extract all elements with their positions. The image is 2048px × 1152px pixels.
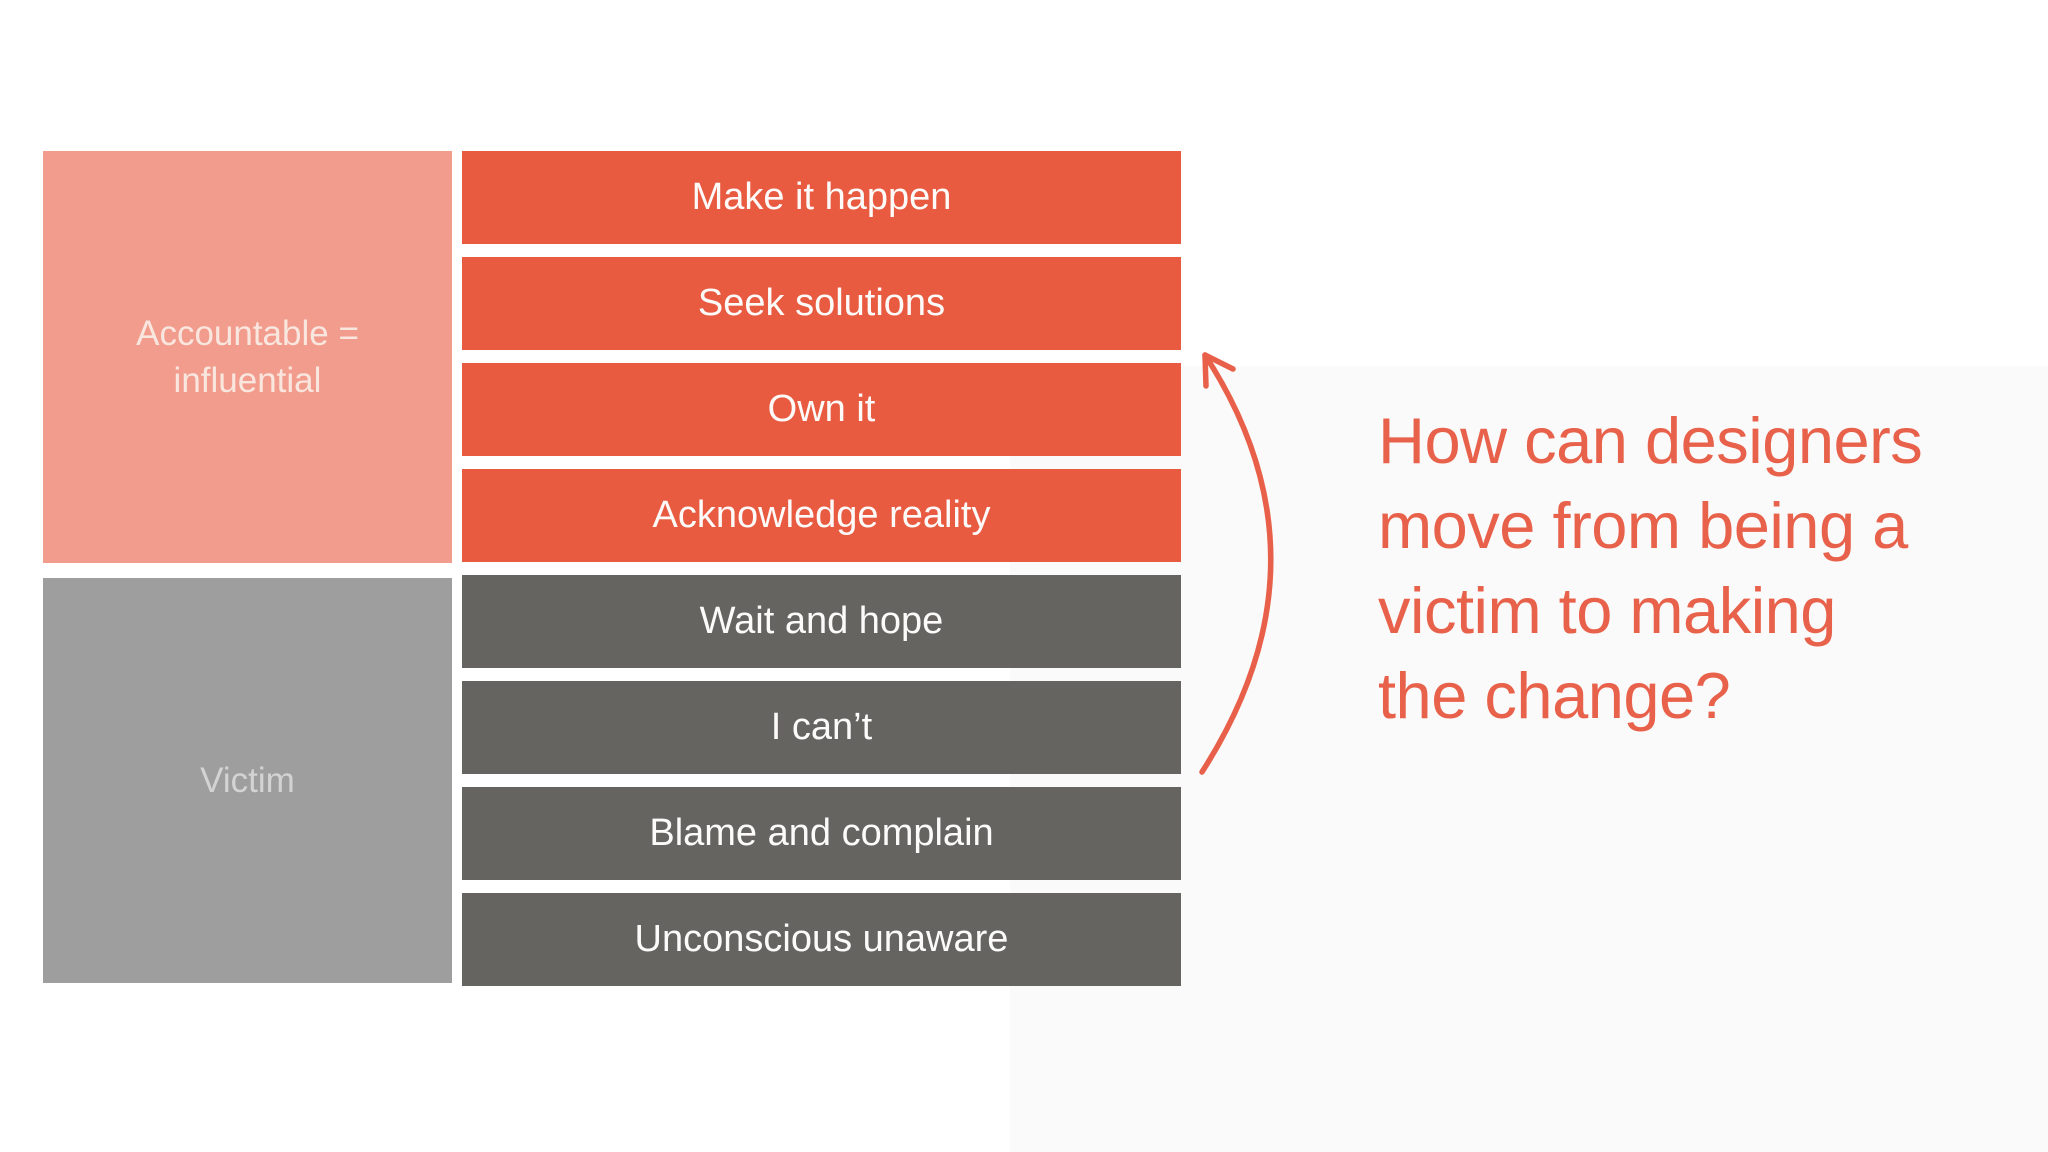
bar-own-it: Own it: [462, 363, 1181, 456]
bar-label: I can’t: [770, 706, 873, 748]
victim-group-panel: Victim: [43, 578, 452, 983]
accountable-group-panel: Accountable = influential: [43, 151, 452, 563]
bar-make-it-happen: Make it happen: [462, 151, 1181, 244]
bar-wait-and-hope: Wait and hope: [462, 575, 1181, 668]
bar-blame-and-complain: Blame and complain: [462, 787, 1181, 880]
bar-i-cant: I can’t: [462, 681, 1181, 774]
question-text: How can designers move from being a vict…: [1378, 404, 1923, 732]
accountable-group-label: Accountable = influential: [136, 314, 359, 400]
bar-label: Blame and complain: [649, 812, 994, 854]
bar-seek-solutions: Seek solutions: [462, 257, 1181, 350]
bar-label: Own it: [767, 388, 876, 430]
bar-label: Seek solutions: [697, 282, 946, 324]
bar-label: Make it happen: [691, 176, 952, 218]
background-tint-panel: [1010, 366, 2048, 1152]
bar-label: Unconscious unaware: [634, 918, 1009, 960]
bar-unconscious-unaware: Unconscious unaware: [462, 893, 1181, 986]
bar-label: Acknowledge reality: [652, 494, 991, 536]
bar-acknowledge-reality: Acknowledge reality: [462, 469, 1181, 562]
bar-label: Wait and hope: [699, 600, 944, 642]
victim-group-label: Victim: [200, 761, 295, 800]
